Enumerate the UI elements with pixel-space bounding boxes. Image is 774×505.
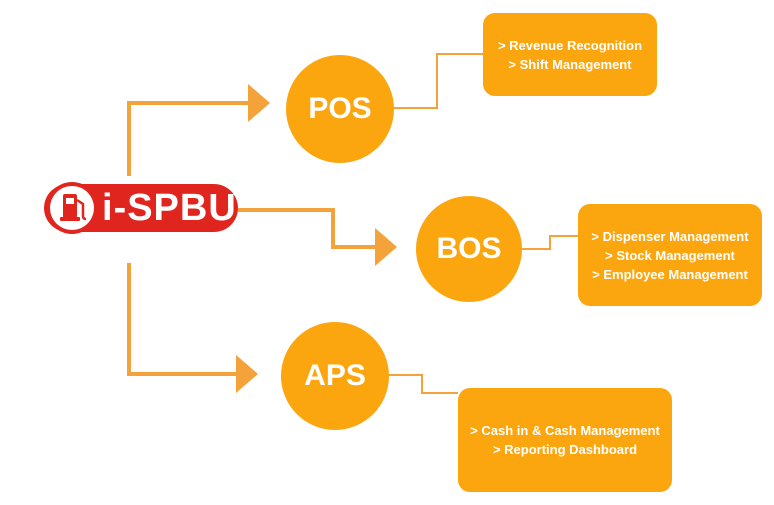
logo-badge [44,182,238,234]
connector-bos [238,208,377,249]
arrowhead-bos [375,228,397,266]
bos-circle: BOS [416,196,522,302]
pos-feature-box: > Revenue Recognition > Shift Management [483,13,657,96]
bos-feature-box: > Dispenser Management > Stock Managemen… [578,204,762,306]
bos-label: BOS [436,232,502,265]
arrowhead-aps [236,355,258,393]
connector-aps [127,263,238,376]
pos-circle: POS [286,55,394,163]
pos-label: POS [308,92,372,125]
logo-text: i-SPBU [102,187,237,229]
aps-label: APS [304,359,366,392]
aps-circle: APS [281,322,389,430]
bos-feature-item: > Stock Management [605,247,735,263]
link-pos-box [392,53,483,109]
pos-feature-item: > Shift Management [508,56,632,72]
pos-feature-item: > Revenue Recognition [497,37,643,53]
arrowhead-pos [248,84,270,122]
aps-feature-box: > Cash in & Cash Management > Reporting … [458,388,672,492]
connector-pos [127,101,250,176]
bos-feature-item: > Dispenser Management [591,228,749,244]
link-bos-box [522,235,578,250]
fuel-pump-icon [60,194,87,221]
bos-feature-item: > Employee Management [592,266,748,282]
link-aps-box [388,374,458,394]
aps-feature-item: > Reporting Dashboard [492,442,638,457]
aps-feature-item: > Cash in & Cash Management [470,423,660,438]
